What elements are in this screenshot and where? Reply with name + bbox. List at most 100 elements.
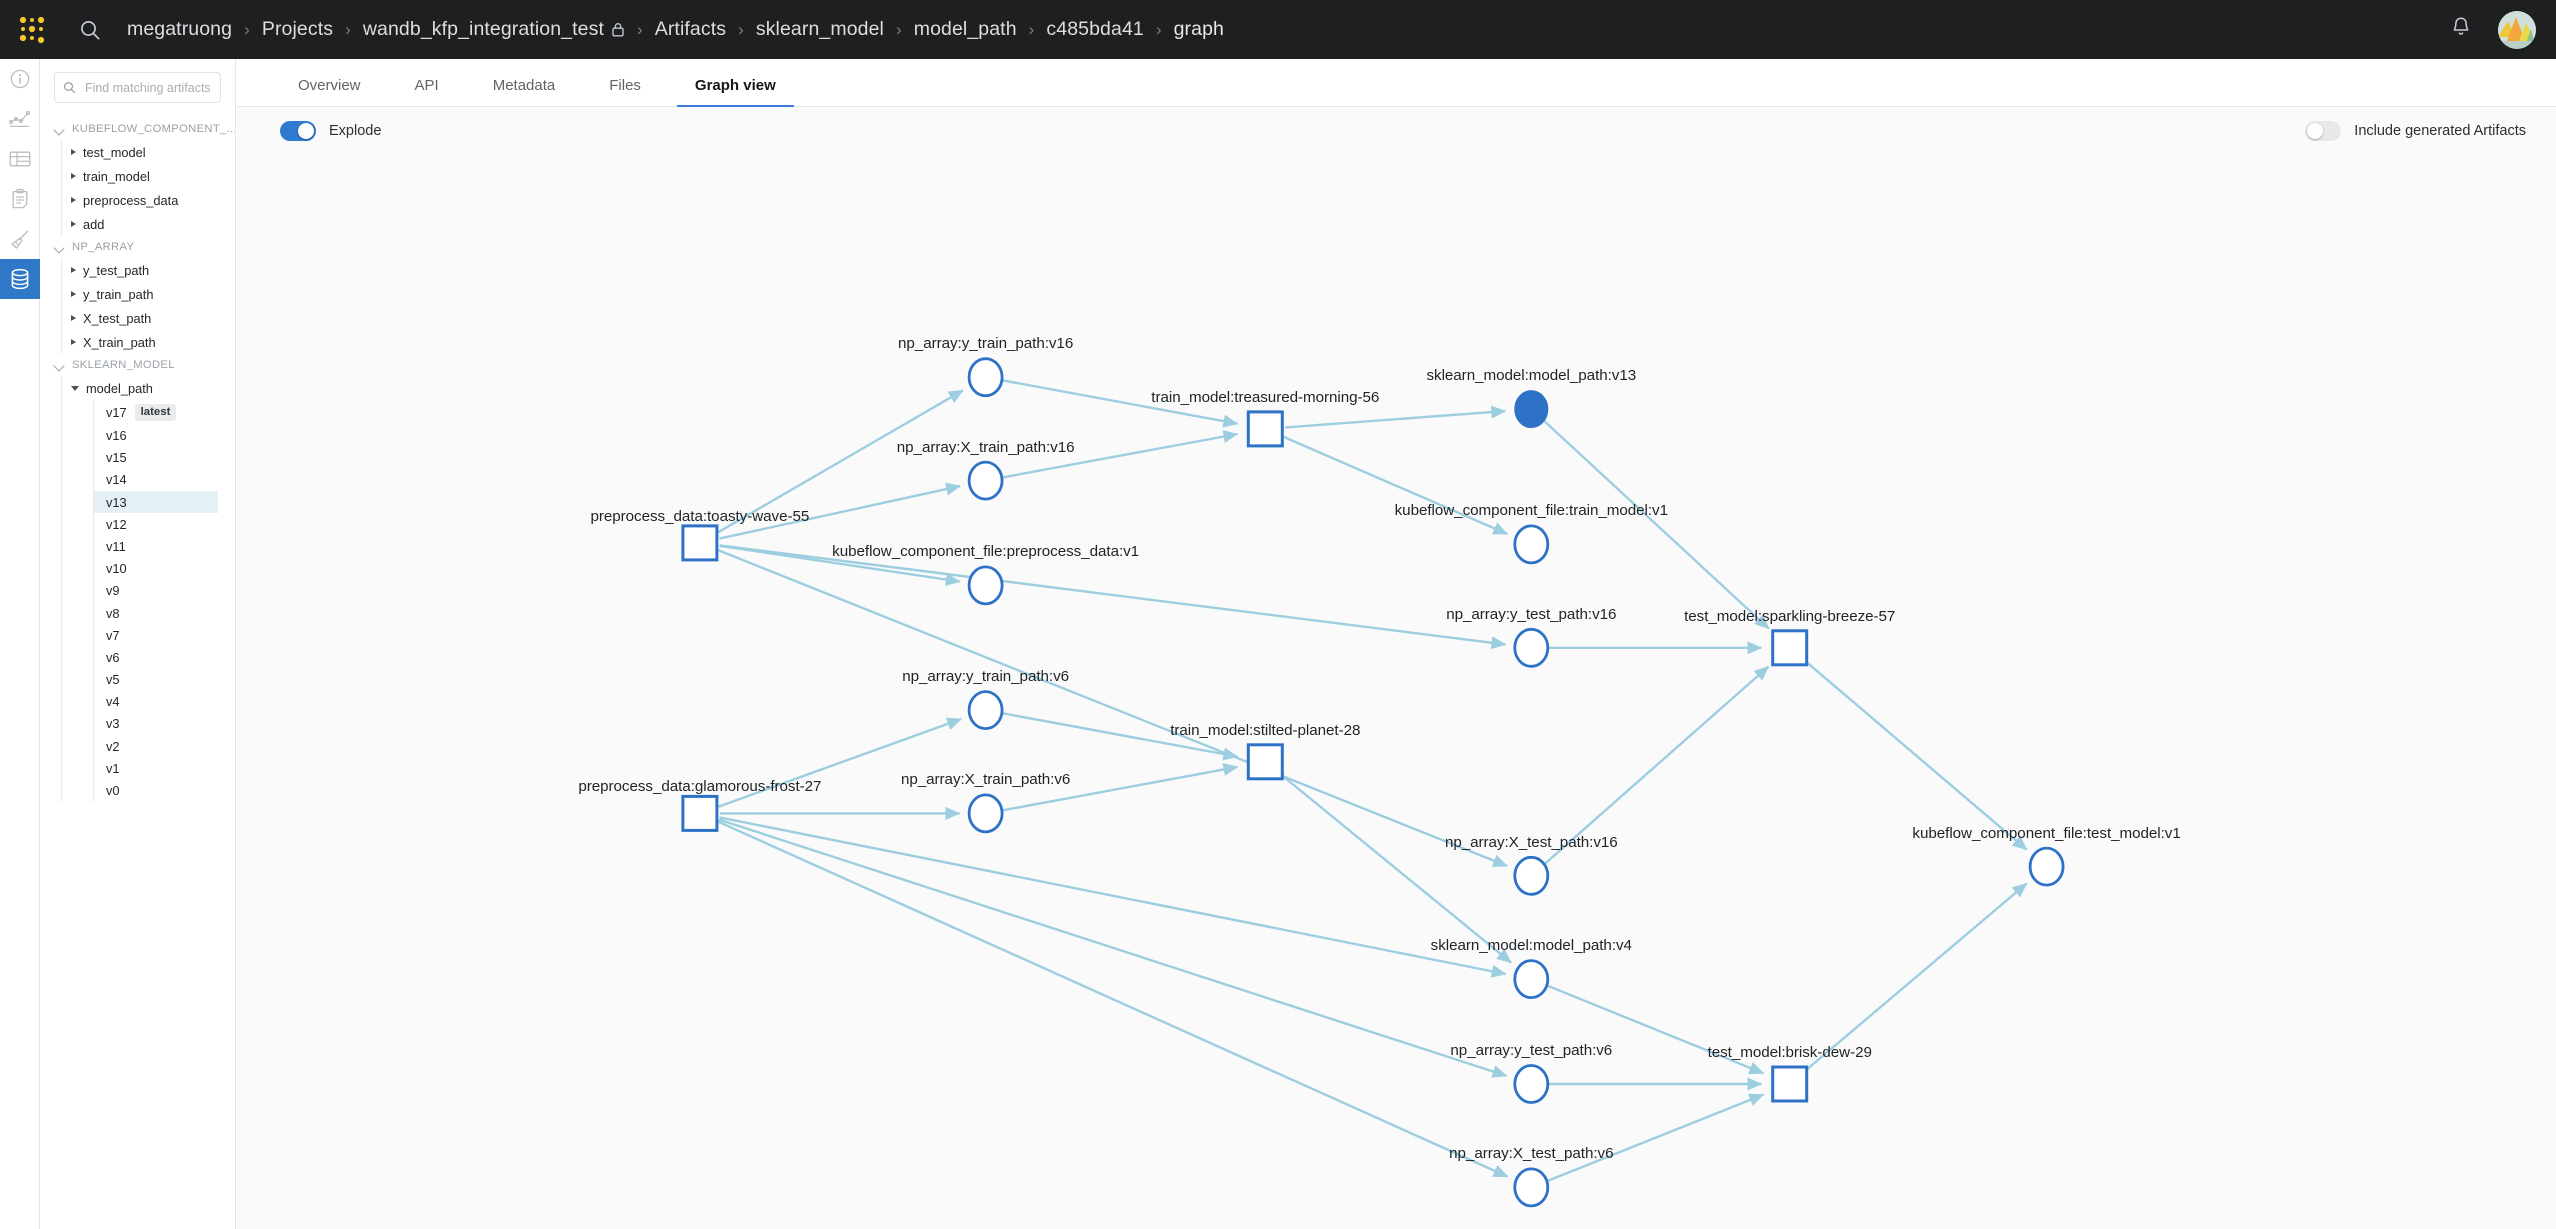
global-search-button[interactable] xyxy=(64,0,116,59)
triangle-right-icon[interactable] xyxy=(71,197,76,203)
graph-node-artifact[interactable] xyxy=(1513,1167,1550,1208)
tree-item-preprocess_data[interactable]: preprocess_data xyxy=(62,188,235,212)
breadcrumb-item-graph[interactable]: graph xyxy=(1173,16,1225,43)
version-item-v8[interactable]: v8 xyxy=(94,602,218,624)
rail-item-sweeps[interactable] xyxy=(0,219,40,259)
graph-node-run[interactable] xyxy=(1246,410,1284,448)
triangle-right-icon[interactable] xyxy=(71,221,76,227)
breadcrumb-item-megatruong[interactable]: megatruong xyxy=(126,16,233,43)
version-item-v13[interactable]: v13 xyxy=(94,491,218,514)
tree-item-label: X_test_path xyxy=(83,310,152,326)
graph-node-artifact[interactable] xyxy=(2028,846,2065,887)
graph-node-artifact[interactable] xyxy=(967,357,1004,398)
graph-canvas[interactable] xyxy=(237,155,2556,1229)
graph-node-run[interactable] xyxy=(1771,629,1809,667)
version-item-v12[interactable]: v12 xyxy=(94,513,218,535)
triangle-right-icon[interactable] xyxy=(71,339,76,345)
breadcrumb-item-wandb-kfp-integration-test[interactable]: wandb_kfp_integration_test xyxy=(362,16,626,43)
version-item-v0[interactable]: v0 xyxy=(94,779,218,801)
version-item-v7[interactable]: v7 xyxy=(94,624,218,646)
version-item-v10[interactable]: v10 xyxy=(94,558,218,580)
graph-node-artifact[interactable] xyxy=(967,793,1004,834)
triangle-right-icon[interactable] xyxy=(71,291,76,297)
graph-node-run[interactable] xyxy=(681,794,719,832)
graph-node-artifact[interactable] xyxy=(967,565,1004,606)
version-item-v3[interactable]: v3 xyxy=(94,713,218,735)
tree-item-label: y_train_path xyxy=(83,286,154,302)
version-item-v2[interactable]: v2 xyxy=(94,735,218,757)
explode-toggle[interactable]: Explode xyxy=(280,121,381,141)
version-item-v6[interactable]: v6 xyxy=(94,646,218,668)
version-item-v1[interactable]: v1 xyxy=(94,757,218,779)
tree-item-train_model[interactable]: train_model xyxy=(62,164,235,188)
explode-toggle-label: Explode xyxy=(329,123,382,139)
tree-item-model_path[interactable]: model_path xyxy=(62,376,235,400)
tree-group-np-array[interactable]: NP_ARRAY xyxy=(40,236,235,258)
version-item-v16[interactable]: v16 xyxy=(94,424,218,446)
tree-item-y_train_path[interactable]: y_train_path xyxy=(62,282,235,306)
sidebar-search[interactable] xyxy=(54,72,221,103)
tab-api[interactable]: API xyxy=(414,77,439,94)
version-item-v4[interactable]: v4 xyxy=(94,691,218,713)
graph-node-run[interactable] xyxy=(1771,1065,1809,1103)
triangle-down-icon[interactable] xyxy=(71,385,79,391)
tree-item-y_test_path[interactable]: y_test_path xyxy=(62,258,235,282)
tree-item-X_train_path[interactable]: X_train_path xyxy=(62,330,235,354)
triangle-right-icon[interactable] xyxy=(71,173,76,179)
notifications-button[interactable] xyxy=(2450,15,2472,44)
tree-group-kubeflow-component-[interactable]: KUBEFLOW_COMPONENT_... xyxy=(40,118,235,140)
triangle-right-icon[interactable] xyxy=(71,149,76,155)
tab-files[interactable]: Files xyxy=(609,77,641,94)
triangle-right-icon[interactable] xyxy=(71,267,76,273)
include-generated-artifacts-label: Include generated Artifacts xyxy=(2354,123,2526,139)
version-item-v14[interactable]: v14 xyxy=(94,469,218,491)
graph-node-artifact[interactable] xyxy=(1513,627,1550,668)
graph-node-run[interactable] xyxy=(1246,743,1284,781)
breadcrumb-item-model-path[interactable]: model_path xyxy=(913,16,1018,43)
breadcrumb-item-projects[interactable]: Projects xyxy=(261,16,334,43)
tree-group-sklearn-model[interactable]: SKLEARN_MODEL xyxy=(40,354,235,376)
graph-node-artifact[interactable] xyxy=(1513,524,1550,565)
explode-toggle-switch[interactable] xyxy=(280,121,316,141)
include-generated-toggle-switch[interactable] xyxy=(2305,121,2342,141)
version-item-v15[interactable]: v15 xyxy=(94,447,218,469)
graph-node-artifact[interactable] xyxy=(1513,959,1550,999)
version-label: v6 xyxy=(106,649,120,665)
tab-graph-view[interactable]: Graph view xyxy=(676,77,794,107)
graph-node-artifact-selected[interactable] xyxy=(1514,390,1549,429)
version-label: v2 xyxy=(106,738,120,754)
chevron-down-icon xyxy=(54,124,65,135)
graph-edge xyxy=(1280,773,1512,964)
tab-metadata[interactable]: Metadata xyxy=(492,77,556,94)
breadcrumb-item-artifacts[interactable]: Artifacts xyxy=(654,16,727,43)
version-item-v5[interactable]: v5 xyxy=(94,669,218,691)
avatar[interactable] xyxy=(2498,10,2536,49)
graph-node-artifact[interactable] xyxy=(967,460,1004,501)
breadcrumb-item-sklearn-model[interactable]: sklearn_model xyxy=(755,16,885,43)
graph-node-artifact[interactable] xyxy=(1513,855,1550,896)
tree-item-X_test_path[interactable]: X_test_path xyxy=(62,306,235,330)
tree-item-add[interactable]: add xyxy=(62,212,235,236)
rail-item-charts[interactable] xyxy=(0,99,40,139)
graph-edge xyxy=(1002,379,1239,428)
breadcrumb-item-c485bda41[interactable]: c485bda41 xyxy=(1045,16,1144,43)
rail-item-artifacts[interactable] xyxy=(0,259,40,299)
include-generated-artifacts-toggle[interactable]: Include generated Artifacts xyxy=(2305,121,2526,141)
graph-node-artifact[interactable] xyxy=(967,690,1004,730)
version-item-v9[interactable]: v9 xyxy=(94,580,218,602)
rail-item-reports[interactable] xyxy=(0,179,40,219)
rail-item-tables[interactable] xyxy=(0,139,40,179)
search-input[interactable] xyxy=(82,79,212,96)
graph-node-run[interactable] xyxy=(681,524,719,562)
triangle-right-icon[interactable] xyxy=(71,315,76,321)
graph-node-artifact[interactable] xyxy=(1513,1064,1550,1104)
version-item-v11[interactable]: v11 xyxy=(94,535,218,557)
tab-overview[interactable]: Overview xyxy=(298,77,361,94)
tree-item-test_model[interactable]: test_model xyxy=(62,140,235,164)
search-icon xyxy=(64,82,76,94)
rail-item-overview[interactable] xyxy=(0,59,40,99)
wandb-dots-logo[interactable] xyxy=(0,0,64,59)
line-chart-icon xyxy=(8,110,31,128)
